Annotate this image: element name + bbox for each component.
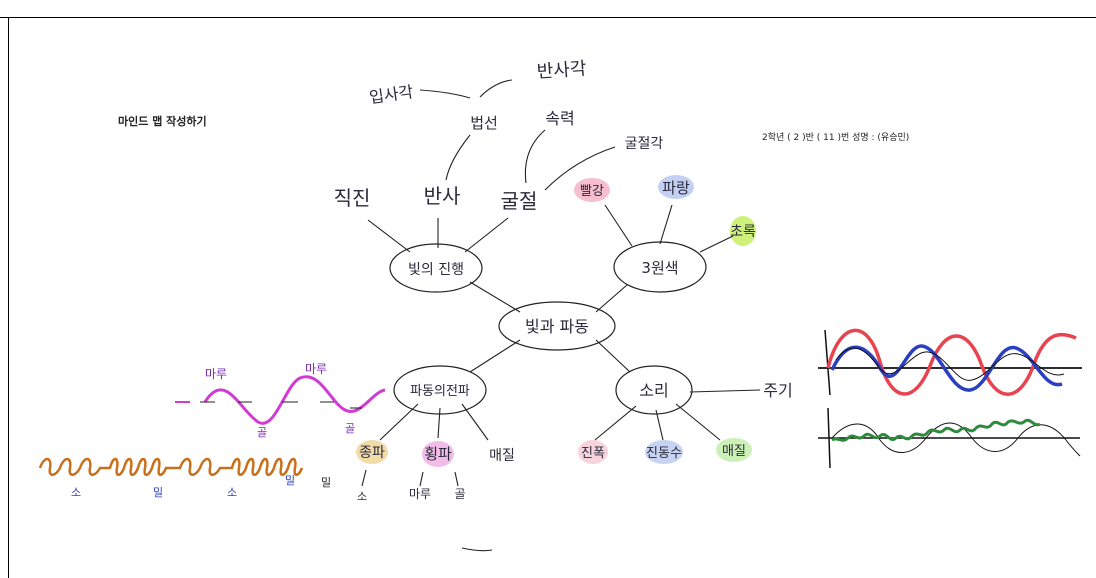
longitudinal-spring-sketch <box>38 457 304 476</box>
sound-child-frequency: 진동수 <box>646 446 682 461</box>
transverse-sub-crest: 마루 <box>409 487 431 501</box>
node-color-label: 3원색 <box>641 259 678 277</box>
node-color <box>613 241 707 293</box>
node-sound <box>615 365 693 415</box>
highlight-green <box>730 216 756 246</box>
spring-label-1: 소 <box>71 486 81 499</box>
reflect-reflection-angle: 반사각 <box>536 58 587 82</box>
sound-wave-top <box>818 328 1082 396</box>
student-info: 2학년 ( 2 )반 ( 11 )번 성명 : (유승민) <box>762 132 909 143</box>
spring-label-4: 밀 <box>285 474 295 487</box>
node-light-label: 빛의 진행 <box>408 262 464 278</box>
color-green-label: 초록 <box>730 224 756 240</box>
top-border <box>0 0 1096 18</box>
node-light <box>389 243 483 293</box>
light-child-straight: 직진 <box>334 186 371 210</box>
sound-extra-period: 주기 <box>763 381 792 400</box>
center-label: 빛과 파동 <box>525 317 589 336</box>
node-sound-label: 소리 <box>639 381 668 400</box>
wave-child-longitudinal: 종파 <box>359 445 385 461</box>
color-red-label: 빨강 <box>580 184 604 199</box>
refract-angle: 굴절각 <box>625 136 664 152</box>
sound-child-medium: 매질 <box>722 444 746 459</box>
transverse-wave-sketch: 마루 마루 골 골 <box>175 362 386 439</box>
reflect-incident-angle: 입사각 <box>368 82 415 107</box>
spring-labels: 소 밀 소 밀 밀 <box>71 474 331 499</box>
color-blue-label: 파랑 <box>662 179 690 197</box>
sound-child-amplitude: 진폭 <box>581 446 605 461</box>
left-border <box>8 18 9 578</box>
highlight-rose <box>578 440 608 464</box>
highlight-blue <box>658 175 694 199</box>
highlight-yellow <box>356 440 388 464</box>
node-wave-label: 파동의전파 <box>410 384 470 399</box>
highlight-lightblue <box>645 440 683 464</box>
wave-crest-2: 마루 <box>305 362 327 376</box>
center-node <box>498 301 616 351</box>
light-child-reflect: 반사 <box>424 184 461 208</box>
page-title: 마인드 맵 작성하기 <box>118 114 207 128</box>
connector-lines <box>361 79 761 552</box>
spring-label-5: 밀 <box>321 476 331 489</box>
wave-crest-1: 마루 <box>205 367 227 381</box>
highlight-pink <box>422 441 454 467</box>
longitudinal-sub: 소 <box>357 490 367 503</box>
transverse-sub-trough: 골 <box>454 487 465 501</box>
spring-label-2: 밀 <box>153 486 163 499</box>
spring-label-3: 소 <box>227 486 237 499</box>
wave-trough-1: 골 <box>257 426 267 439</box>
reflect-normal: 법선 <box>470 114 498 132</box>
wave-child-transverse: 횡파 <box>424 445 452 463</box>
wave-child-medium: 매질 <box>489 448 515 464</box>
node-wave <box>393 365 487 415</box>
sound-wave-bottom <box>818 407 1081 469</box>
light-child-refract: 굴절 <box>501 189 538 213</box>
highlight-mint <box>716 438 752 462</box>
highlight-red <box>574 178 610 202</box>
wave-trough-2: 골 <box>345 422 355 435</box>
refract-speed: 속력 <box>545 109 574 128</box>
